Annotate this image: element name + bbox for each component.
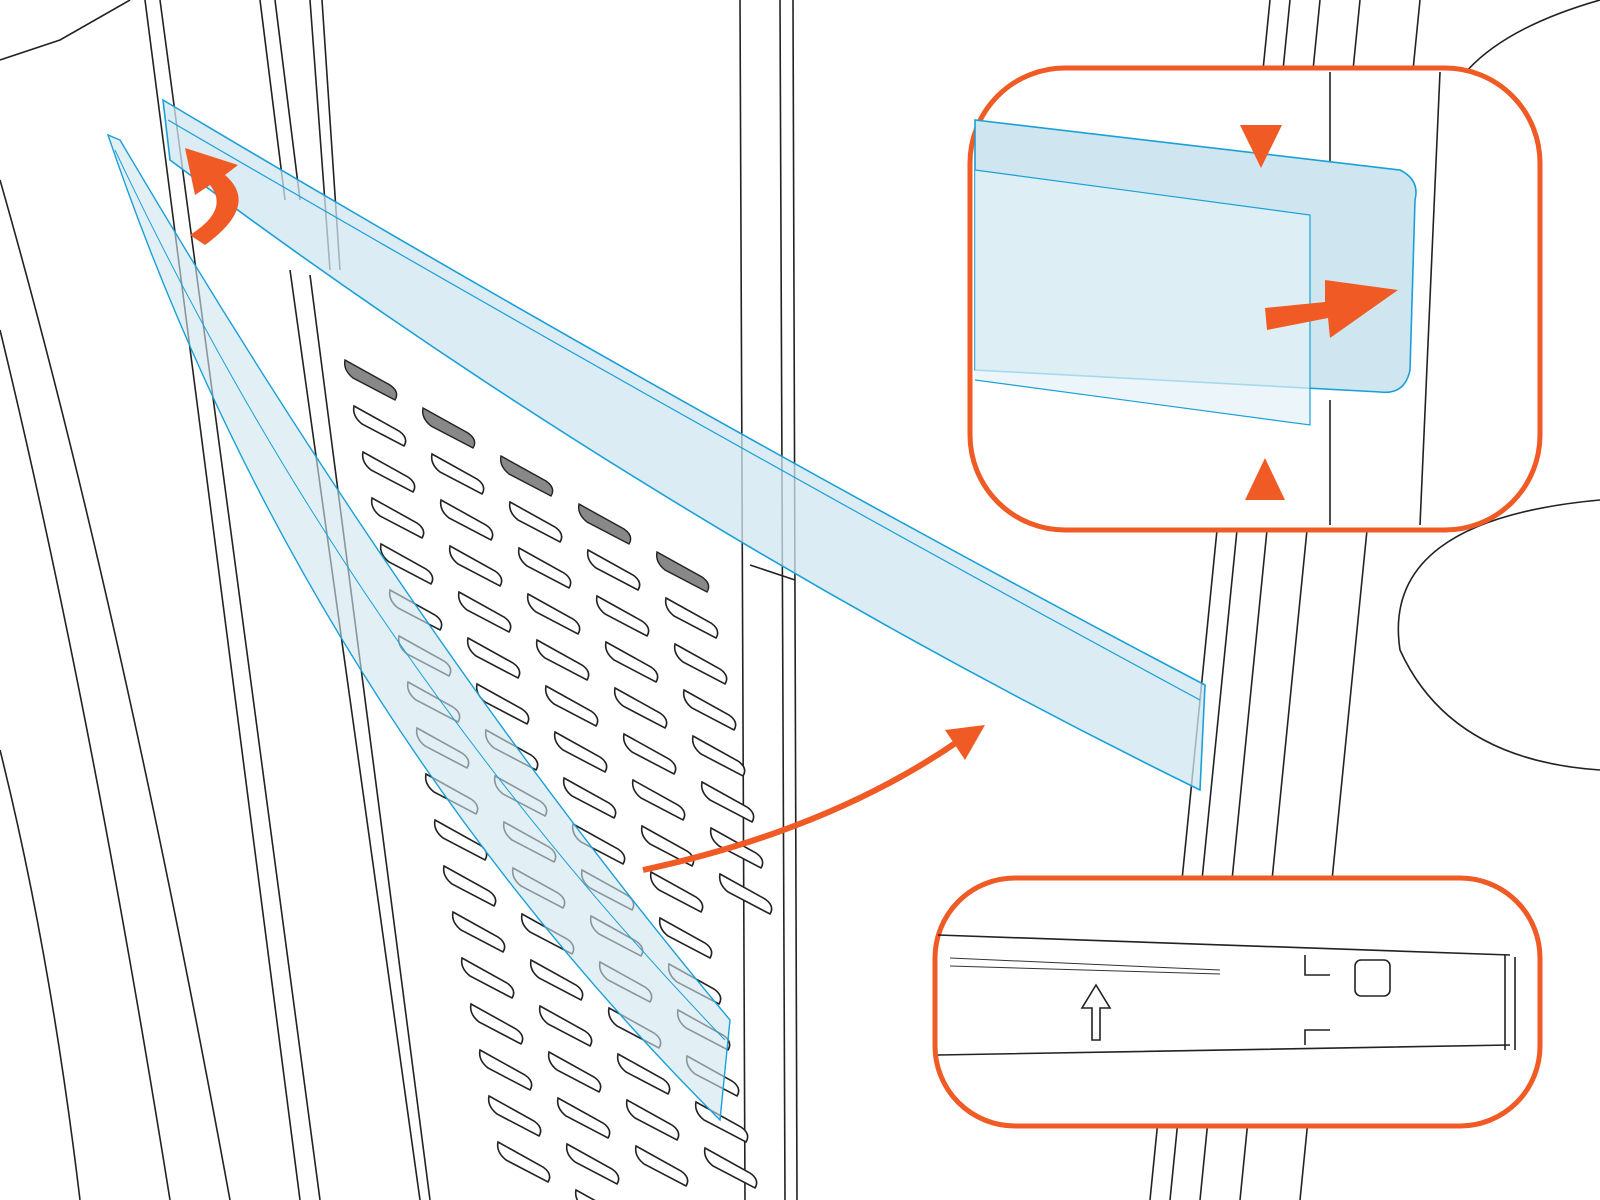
grille-slot — [640, 824, 695, 868]
grille-slot — [526, 592, 581, 636]
grille-slot — [703, 1146, 758, 1190]
arrow-right-icon — [1265, 280, 1398, 338]
door-left-edge — [0, 0, 321, 1200]
grille-slot — [682, 688, 737, 732]
arrow-up-icon — [1080, 983, 1112, 1041]
cabinet-frame — [289, 0, 798, 1200]
grille-slot — [496, 1140, 551, 1184]
curved-pointer-arrow-icon — [642, 725, 985, 873]
grille-slot — [475, 682, 530, 726]
grille-slot — [673, 642, 728, 686]
grille-slot — [604, 640, 659, 684]
detail-inset-bottom — [932, 875, 1543, 1129]
grille-slot — [451, 910, 506, 954]
triangle-up-icon — [1245, 458, 1285, 500]
grille-slot — [622, 732, 677, 776]
grille-slot — [700, 780, 755, 824]
triangle-down-icon — [1240, 125, 1282, 168]
grille-slot — [616, 1052, 671, 1096]
grille-slot — [718, 872, 773, 916]
grille-slot — [478, 1048, 533, 1092]
grille-slot — [538, 1004, 593, 1048]
detail-inset-top — [967, 65, 1543, 533]
curved-arrow-icon — [185, 148, 239, 245]
grille-slot — [664, 596, 719, 640]
grille-slot — [691, 734, 746, 778]
grille-slot — [529, 958, 584, 1002]
grille-slot — [460, 956, 515, 1000]
grille-slot — [457, 590, 512, 634]
grille-slot — [562, 776, 617, 820]
grille-slot — [535, 638, 590, 682]
grille-slot — [613, 686, 668, 730]
grille-slot — [574, 1188, 596, 1200]
grille-slot — [439, 498, 494, 542]
grille-slot — [469, 1002, 524, 1046]
grille-slot — [631, 778, 686, 822]
grille-mesh-slot — [499, 454, 554, 497]
grille-slot — [430, 452, 485, 496]
grille-slot — [442, 864, 497, 908]
door-bar-tilted — [106, 133, 731, 1122]
grille-slot — [466, 636, 521, 680]
grille-slot — [448, 544, 503, 588]
grille-mesh-slot — [343, 358, 398, 401]
grille-slot — [544, 684, 599, 728]
grille-slot — [634, 1144, 689, 1188]
grille-slot — [517, 546, 572, 590]
grille-slot — [508, 500, 563, 544]
grille-slot — [625, 1098, 680, 1142]
grille-slot — [565, 1142, 620, 1186]
grille-slot — [694, 1100, 749, 1144]
grille-slot — [658, 916, 713, 960]
grille-slot — [547, 1050, 602, 1094]
grille-mesh-slot — [577, 502, 632, 545]
grille-mesh-slot — [421, 406, 476, 449]
grille-slot — [553, 730, 608, 774]
grille-slot — [556, 1096, 611, 1140]
door-bar-installed — [162, 98, 1206, 792]
grille-slot — [352, 404, 407, 448]
grille-mesh-slot — [655, 550, 710, 593]
grille-slot — [586, 548, 641, 592]
grille-slot — [487, 1094, 542, 1138]
grille-slot — [595, 594, 650, 638]
grille-slot — [379, 542, 434, 586]
grille-slot — [370, 496, 425, 540]
grille-slot — [361, 450, 416, 494]
grille-slot — [649, 870, 704, 914]
